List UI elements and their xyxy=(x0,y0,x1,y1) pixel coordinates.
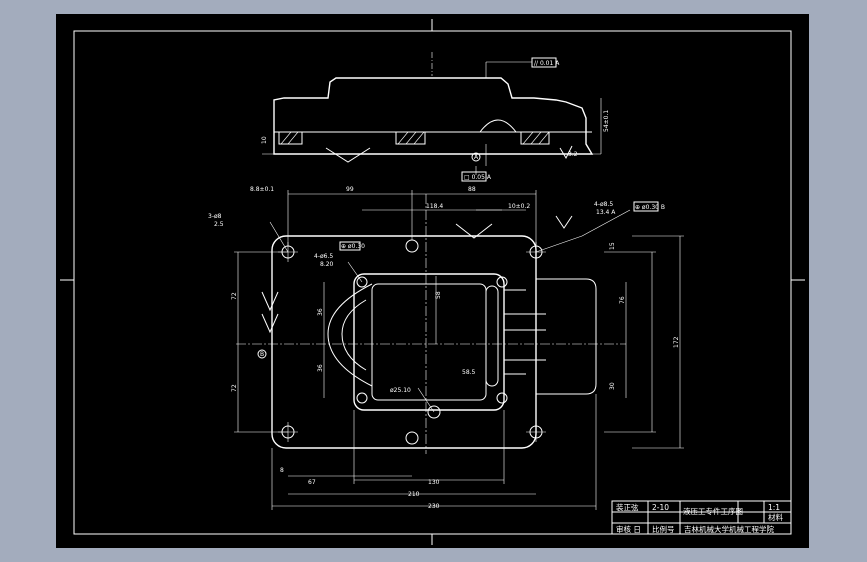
tb-r3c1: 审核 日 xyxy=(616,524,641,534)
elevation-view xyxy=(262,52,602,182)
tb-r1c4: 1:1 xyxy=(768,503,780,512)
dim-88: 88 xyxy=(468,186,476,193)
dim-r25: ø25.10 xyxy=(390,387,411,394)
tb-r3c3: 吉林机械大学机械工程学院 xyxy=(684,524,774,534)
dim-210: 210 xyxy=(408,491,420,498)
perp-frame-label: □ 0.05 A xyxy=(464,174,492,181)
dim-67: 67 xyxy=(308,479,316,486)
hole-note-a: 3-ø8 xyxy=(208,213,222,220)
drawing-sheet: // 0.01 A □ 0.05 A 54±0.1 10 A 3.2 8.8±0… xyxy=(56,14,809,548)
plan-view xyxy=(234,190,684,510)
right-hole-note-2: 13.4 A xyxy=(596,209,616,216)
roughness-label: 3.2 xyxy=(568,151,578,158)
pos-frame-right: ⊕ ø0.30 B xyxy=(635,204,665,211)
tb-r1c2: 2-10 xyxy=(652,503,669,512)
datum-b-label: B xyxy=(260,351,264,358)
height-dim: 54±0.1 xyxy=(603,110,610,132)
left-dim-10: 10 xyxy=(261,136,268,144)
hole-note-b: 2.5 xyxy=(214,221,224,228)
technical-drawing xyxy=(60,19,805,545)
title-block xyxy=(611,500,792,535)
dim-72-b: 72 xyxy=(231,384,238,392)
dim-top-left: 8.8±0.1 xyxy=(250,186,274,193)
dim-36-a: 36 xyxy=(317,308,324,316)
dim-99: 99 xyxy=(346,186,354,193)
dim-58: 58 xyxy=(435,291,442,299)
dim-10: 10±0.2 xyxy=(508,203,530,210)
dim-58-5: 58.5 xyxy=(462,369,476,376)
dim-15: 15 xyxy=(609,242,616,250)
tb-r1c3: 液压工专件工序图 xyxy=(683,506,743,516)
dim-118: 118.4 xyxy=(426,203,443,210)
dim-36-b: 36 xyxy=(317,364,324,372)
hole-note-d: 8.20 xyxy=(320,261,334,268)
dim-230: 230 xyxy=(428,503,440,510)
pos-frame-left: ⊕ ø0.30 xyxy=(341,243,365,250)
dim-8: 8 xyxy=(280,467,284,474)
dim-76: 76 xyxy=(619,296,626,304)
datum-a-label: A xyxy=(474,154,479,161)
dim-130: 130 xyxy=(428,479,440,486)
dim-30: 30 xyxy=(609,382,616,390)
section-hatches xyxy=(278,131,550,145)
flatness-frame-label: // 0.01 A xyxy=(534,60,560,67)
hole-note-c: 4-ø6.5 xyxy=(314,253,333,260)
right-hole-note: 4-ø8.5 xyxy=(594,201,613,208)
tb-r2c4: 材料 xyxy=(768,512,783,522)
dim-172: 172 xyxy=(673,336,680,348)
tb-r3c2: 比例号 xyxy=(652,524,675,534)
annotation-layer: // 0.01 A □ 0.05 A 54±0.1 10 A 3.2 8.8±0… xyxy=(208,60,783,534)
tb-r1c1: 装正弦 xyxy=(616,502,639,512)
dim-72-a: 72 xyxy=(231,292,238,300)
